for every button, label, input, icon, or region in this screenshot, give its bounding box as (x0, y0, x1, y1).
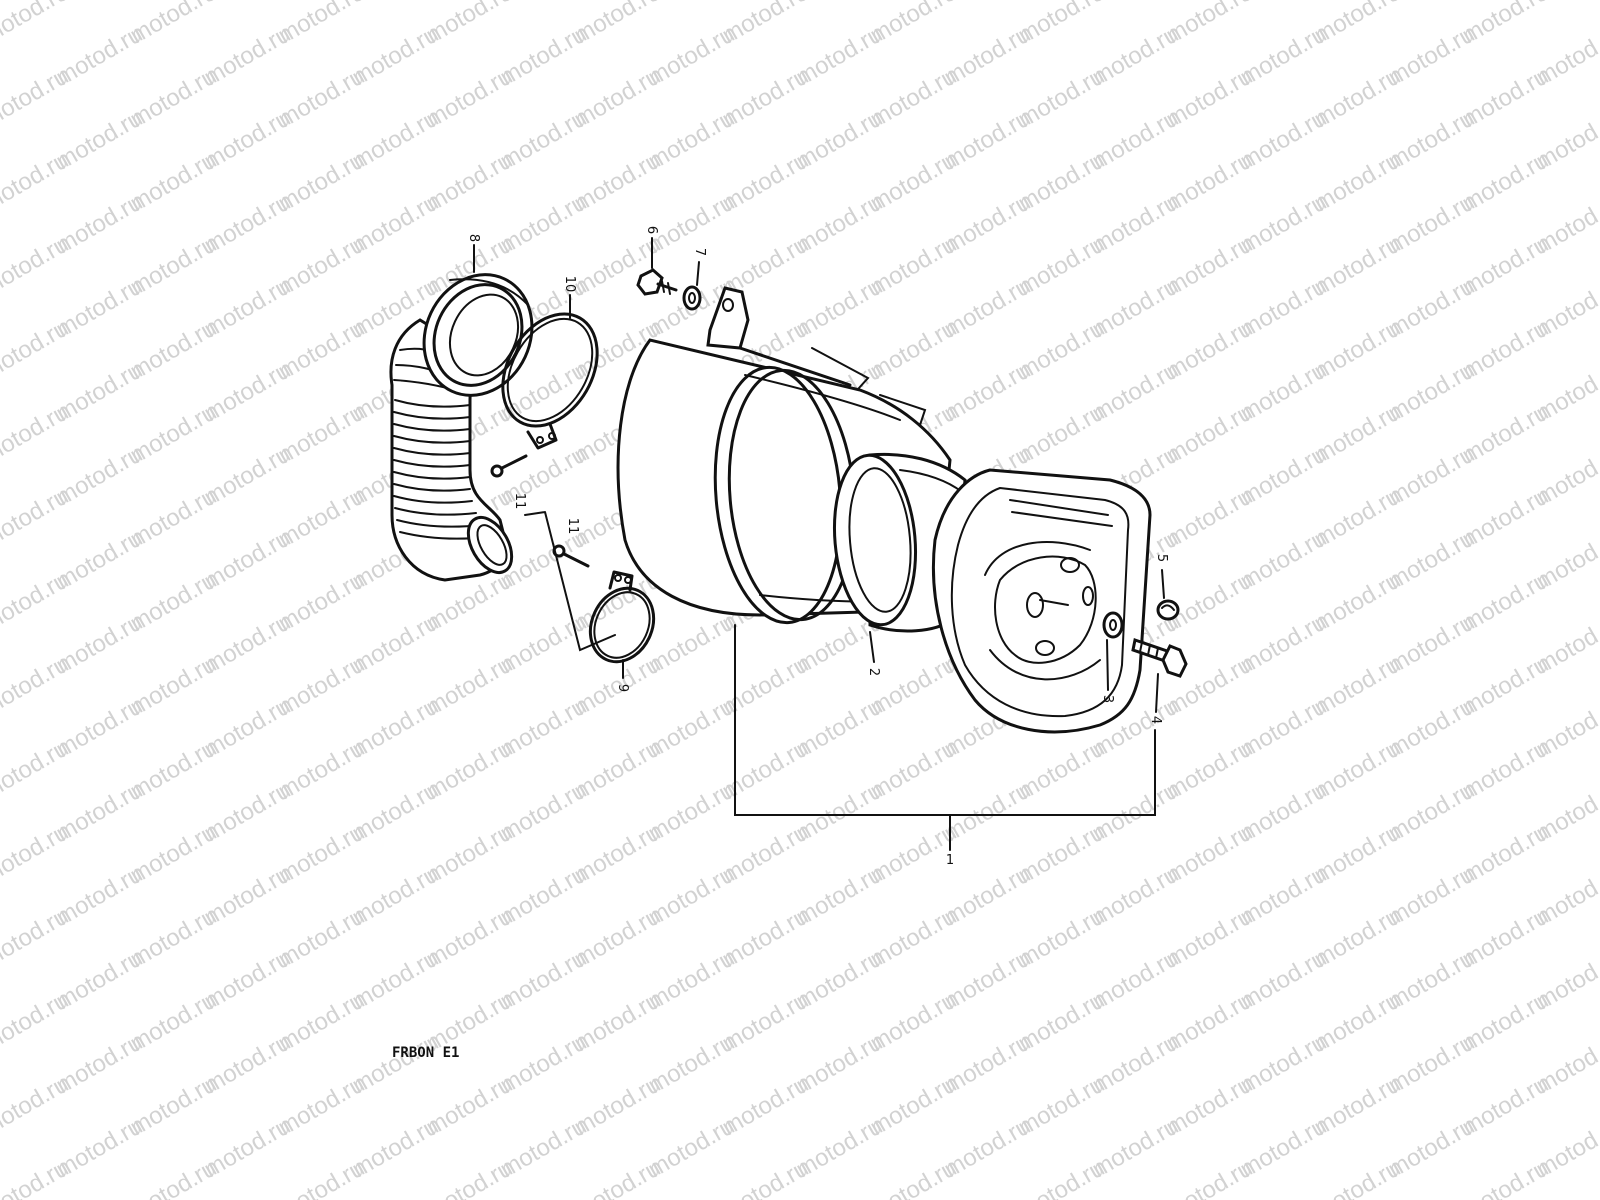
label-part-11-lower: 11 (565, 518, 580, 535)
air-cleaner-cover (931, 468, 1152, 734)
mounting-washer (682, 285, 702, 311)
label-part-4: 4 (1148, 716, 1163, 724)
label-part-1: 1 (946, 853, 954, 868)
lower-hose-clamp (588, 570, 656, 664)
label-part-3: 3 (1100, 695, 1115, 703)
upper-hose-clamp (501, 312, 599, 450)
label-part-8: 8 (466, 234, 481, 242)
cover-washer (1102, 611, 1124, 639)
label-part-2: 2 (866, 668, 881, 676)
leader-lines (473, 237, 1165, 851)
diagram-code: FRBON E1 (392, 1045, 459, 1061)
mounting-bolt (636, 268, 678, 296)
label-part-10: 10 (562, 276, 577, 293)
clamp-screw-upper (490, 454, 528, 478)
clamp-screw-lower (552, 544, 590, 568)
intake-hose (389, 273, 534, 582)
label-part-11-upper: 11 (512, 493, 527, 510)
label-part-7: 7 (692, 248, 707, 256)
label-part-9: 9 (615, 684, 630, 692)
label-part-5: 5 (1154, 554, 1169, 562)
cover-cap (1156, 599, 1180, 621)
label-part-6: 6 (644, 226, 659, 234)
cover-bolt (1131, 638, 1188, 678)
